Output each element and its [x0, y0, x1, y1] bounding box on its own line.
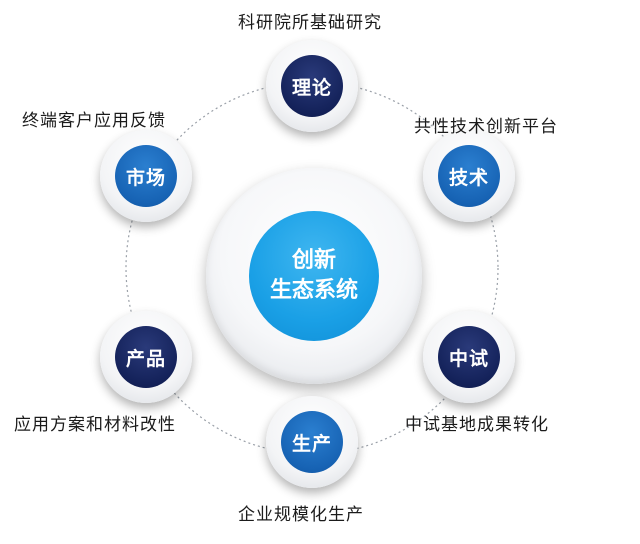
node-production-label: 生产 [291, 432, 332, 455]
node-pilot[interactable]: 中试 [423, 311, 515, 403]
node-technology[interactable]: 技术 [423, 130, 515, 222]
caption-theory: 科研院所基础研究 [238, 13, 382, 33]
node-theory-label: 理论 [291, 76, 332, 99]
caption-production: 企业规模化生产 [238, 505, 364, 525]
caption-market: 终端客户应用反馈 [22, 111, 166, 131]
node-market-label: 市场 [125, 166, 166, 189]
node-product[interactable]: 产品 [100, 311, 192, 403]
node-market[interactable]: 市场 [100, 130, 192, 222]
ecosystem-hub: 创新 生态系统 [206, 168, 422, 384]
hub-core: 创新 生态系统 [249, 211, 379, 341]
caption-technology: 共性技术创新平台 [414, 117, 558, 137]
node-technology-label: 技术 [448, 166, 489, 189]
node-production[interactable]: 生产 [266, 396, 358, 488]
node-theory[interactable]: 理论 [266, 40, 358, 132]
hub-title-line2: 生态系统 [269, 278, 358, 303]
hub-title-line1: 创新 [291, 248, 336, 273]
caption-pilot: 中试基地成果转化 [405, 415, 549, 435]
caption-product: 应用方案和材料改性 [14, 415, 176, 435]
node-pilot-label: 中试 [448, 347, 489, 370]
node-product-label: 产品 [125, 347, 166, 370]
